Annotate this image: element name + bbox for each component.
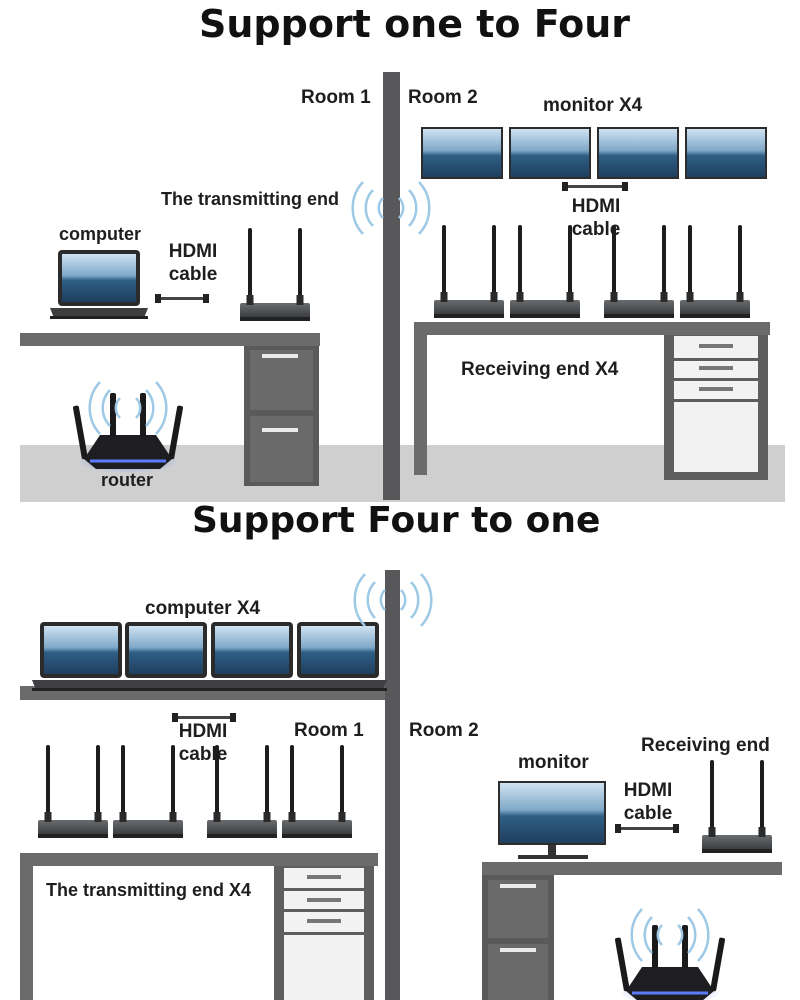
monitor-1 (421, 127, 503, 179)
section1-left-desk (20, 333, 320, 486)
section2-wall (385, 570, 400, 1000)
section1-room2-label: Room 2 (408, 87, 478, 108)
section2-router-wifi-icon (630, 907, 710, 963)
section1-hdmi-right-label: HDMI cable (566, 195, 626, 241)
section2-right-desk (482, 862, 782, 1000)
section1-right-desk (414, 322, 770, 480)
section1-router-label: router (101, 470, 154, 490)
section2-hdmi-left-line1: HDMI (178, 721, 228, 742)
laptop-1 (32, 622, 130, 691)
section2-left-desk (20, 853, 378, 1000)
monitor-3 (597, 127, 679, 179)
section2-hdmi-left-line2: cable (178, 744, 228, 765)
transmitter (240, 228, 310, 321)
section1-room1-label: Room 1 (301, 87, 371, 108)
section1-hdmi-left-line2: cable (168, 264, 218, 285)
router-wifi-icon (88, 380, 168, 436)
section2-transmitting-label: The transmitting end X4 (46, 880, 252, 900)
section2-monitor (498, 781, 606, 859)
section2-hdmi-right-line1: HDMI (623, 780, 673, 801)
laptop-2 (117, 622, 215, 691)
laptop (50, 250, 148, 319)
section1-hdmi-left-line1: HDMI (168, 241, 218, 262)
section1-monitor-label: monitor X4 (543, 95, 643, 116)
section1-wall (383, 72, 400, 500)
monitor-4 (685, 127, 767, 179)
section2-scene (20, 570, 782, 1000)
section2-room1-label: Room 1 (294, 720, 364, 741)
laptop-3 (203, 622, 301, 691)
section2-hdmi-left-label: HDMI cable (173, 720, 233, 766)
section1-hdmi-right-line1: HDMI (571, 196, 621, 217)
hdmi-cable-left-2 (172, 713, 236, 722)
receiver-1 (434, 225, 504, 318)
section2-title: Support Four to one (192, 500, 601, 541)
section1-transmitting-label: The transmitting end (161, 189, 340, 209)
section1-scene (20, 72, 785, 502)
section1-computer-label: computer (59, 224, 142, 244)
section1-receiving-label: Receiving end X4 (461, 359, 619, 380)
laptop-4 (289, 622, 387, 691)
section2-hdmi-right-line2: cable (623, 803, 673, 824)
section2-receiving-label: Receiving end (641, 735, 770, 756)
hdmi-cable-left (155, 294, 209, 303)
section2-monitor-label: monitor (518, 752, 589, 773)
section2-hdmi-right-label: HDMI cable (618, 779, 678, 825)
monitor-2 (509, 127, 591, 179)
transmitter-4 (282, 745, 352, 838)
section1-hdmi-left-label: HDMI cable (163, 240, 223, 286)
section2-room2-label: Room 2 (409, 720, 479, 741)
section2-computer-label: computer X4 (145, 598, 261, 619)
hdmi-cable-right (562, 182, 628, 191)
hdmi-cable-right-2 (615, 824, 679, 833)
section2-receiver (702, 760, 772, 853)
transmitter-1 (38, 745, 108, 838)
section1-title: Support one to Four (199, 2, 631, 46)
receiver-4 (680, 225, 750, 318)
section1-hdmi-right-line2: cable (571, 219, 621, 240)
